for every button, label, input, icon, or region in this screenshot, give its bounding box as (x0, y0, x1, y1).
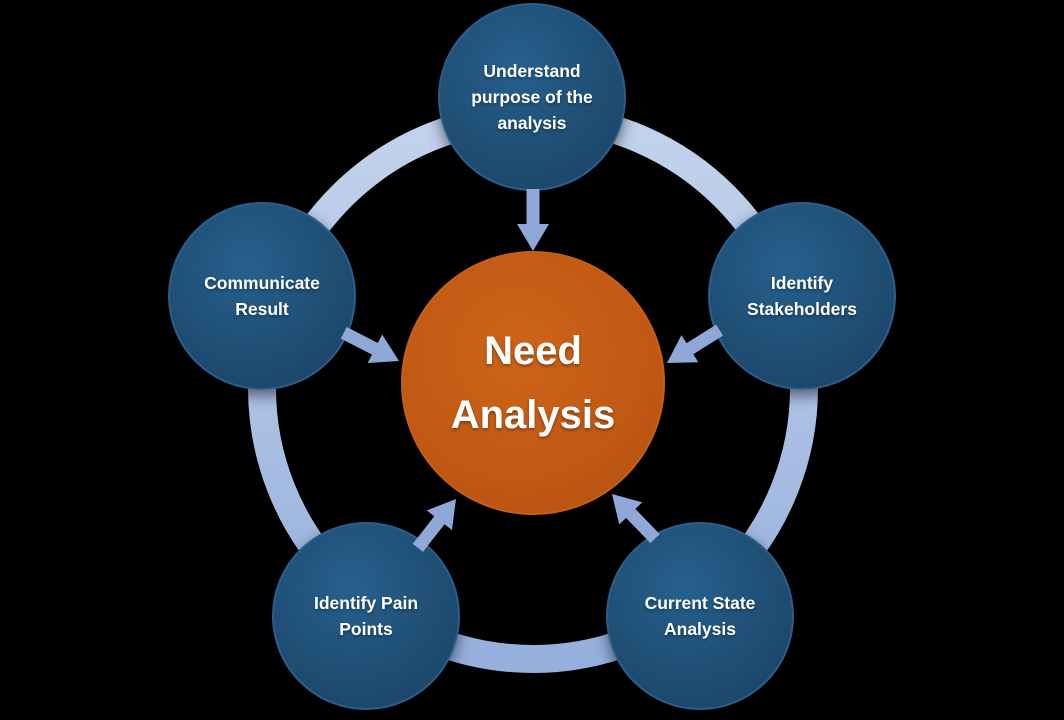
node-need-analysis-center: Need Analysis (401, 251, 665, 515)
node-identify-pain-points: Identify Pain Points (272, 522, 460, 710)
node-label: Current State Analysis (644, 592, 756, 639)
arrow-top-to-center-icon (517, 189, 549, 251)
node-identify-stakeholders: Identify Stakeholders (708, 202, 896, 390)
center-label: Need Analysis (450, 329, 616, 437)
node-label: Communicate Result (204, 272, 320, 319)
node-current-state-analysis: Current State Analysis (606, 522, 794, 710)
node-label: Understand purpose of the analysis (471, 60, 593, 134)
node-understand-purpose: Understand purpose of the analysis (438, 3, 626, 191)
node-communicate-result: Communicate Result (168, 202, 356, 390)
node-label: Identify Pain Points (313, 592, 419, 639)
node-label: Identify Stakeholders (747, 272, 857, 319)
